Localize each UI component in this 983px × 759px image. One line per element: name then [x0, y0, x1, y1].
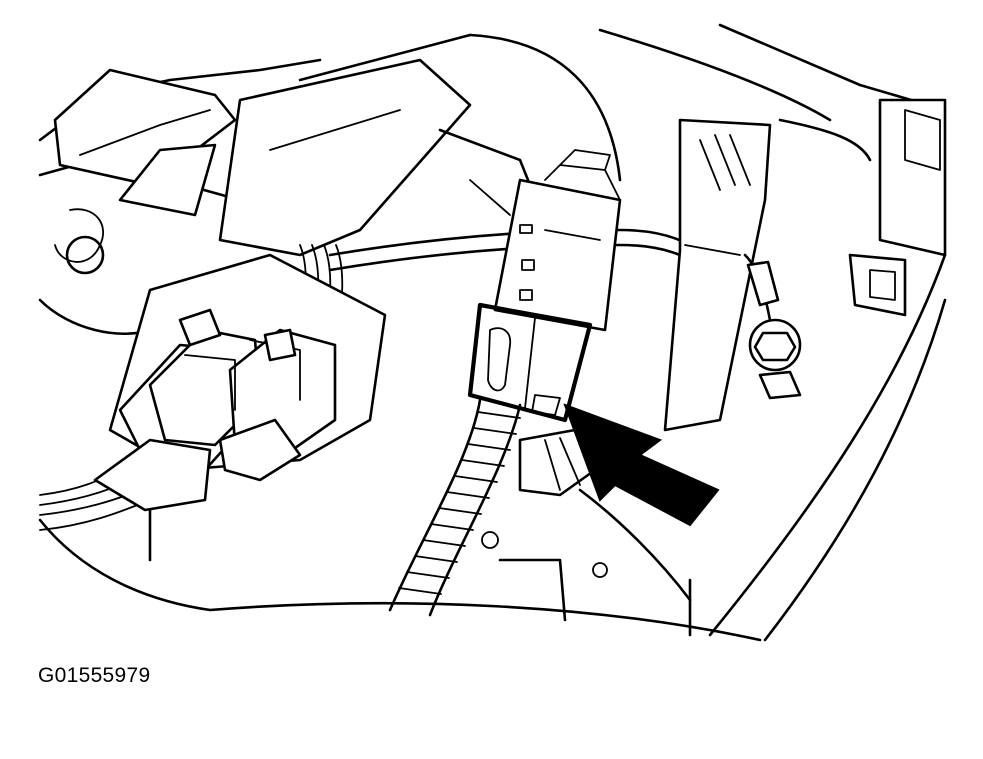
pointer-arrow-icon: [563, 403, 720, 527]
background-structures: [38, 23, 947, 642]
corrugated-conduit: [388, 398, 597, 617]
left-connector-cluster: [93, 253, 387, 512]
lever-bracket: [663, 118, 772, 432]
target-connector: [467, 149, 622, 423]
ground-terminal: [743, 253, 802, 400]
figure-id-label: G01555979: [38, 664, 151, 687]
